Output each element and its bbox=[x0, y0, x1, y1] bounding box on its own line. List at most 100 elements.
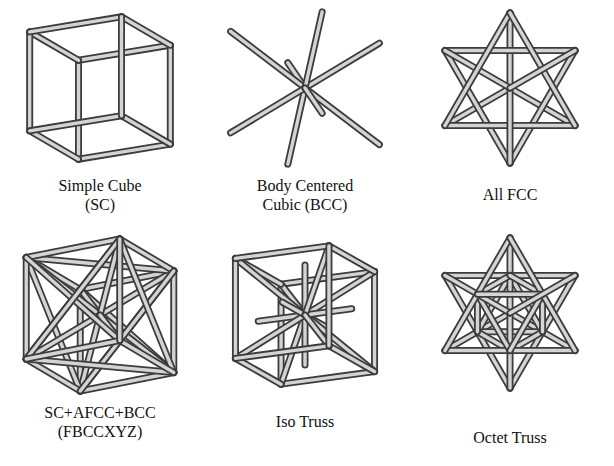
bcc-lattice bbox=[231, 12, 380, 164]
lattice-strut bbox=[477, 294, 542, 295]
strut-outline bbox=[30, 131, 79, 159]
strut-highlight bbox=[231, 88, 305, 133]
strut-highlight bbox=[25, 257, 28, 358]
strut-highlight bbox=[303, 315, 306, 365]
strut-highlight bbox=[305, 315, 329, 346]
strut-outline bbox=[26, 341, 120, 359]
strut-highlight bbox=[510, 50, 575, 88]
strut-highlight bbox=[445, 13, 510, 126]
lattice-strut bbox=[281, 284, 305, 315]
strut-outline bbox=[231, 31, 305, 88]
strut-outline bbox=[231, 88, 305, 133]
strut-outline bbox=[305, 315, 375, 372]
strut-highlight bbox=[77, 60, 80, 159]
strut-outline bbox=[282, 302, 305, 315]
strut-highlight bbox=[231, 31, 305, 88]
lattice-strut bbox=[235, 358, 281, 384]
strut-highlight bbox=[305, 246, 329, 315]
lattice-caption: All FCC bbox=[445, 185, 575, 204]
lattice-strut bbox=[328, 246, 329, 346]
strut-highlight bbox=[329, 246, 375, 272]
lattice-caption: Octet Truss bbox=[445, 428, 575, 447]
lattice-strut bbox=[78, 60, 79, 159]
strut-outline bbox=[305, 88, 322, 113]
lattice-strut bbox=[120, 341, 174, 373]
lattice-strut bbox=[26, 341, 120, 359]
lattice-strut bbox=[445, 50, 575, 51]
strut-highlight bbox=[235, 258, 305, 315]
lattice-caption: SC+AFCC+BCC (FBCCXYZ) bbox=[33, 403, 168, 441]
lattice-strut bbox=[30, 131, 79, 159]
lattice-strut bbox=[231, 88, 305, 133]
lattice-strut bbox=[30, 17, 122, 32]
lattice-strut bbox=[281, 372, 374, 385]
strut-highlight bbox=[508, 88, 511, 163]
lattice-strut bbox=[235, 258, 236, 358]
strut-outline bbox=[26, 32, 33, 131]
lattice-strut bbox=[374, 272, 375, 372]
strut-outline bbox=[445, 47, 575, 54]
lattice-strut bbox=[329, 246, 375, 272]
lattice-strut bbox=[235, 346, 328, 359]
lattice-strut bbox=[170, 45, 171, 144]
lattice-strut bbox=[121, 17, 122, 116]
lattice-strut bbox=[26, 239, 120, 359]
strut-highlight bbox=[235, 358, 281, 384]
strut-highlight bbox=[78, 144, 170, 159]
strut-outline bbox=[305, 246, 329, 315]
strut-highlight bbox=[30, 17, 122, 32]
strut-highlight bbox=[120, 239, 174, 372]
lattice-strut bbox=[510, 275, 575, 313]
strut-highlight bbox=[305, 12, 322, 88]
strut-highlight bbox=[30, 116, 122, 131]
lattice-strut bbox=[510, 88, 511, 163]
strut-outline bbox=[507, 88, 514, 163]
strut-outline bbox=[30, 17, 122, 32]
strut-outline bbox=[510, 50, 575, 88]
strut-highlight bbox=[510, 275, 575, 313]
lattice-strut bbox=[120, 239, 174, 372]
strut-outline bbox=[325, 246, 332, 346]
strut-outline bbox=[305, 88, 379, 145]
strut-outline bbox=[235, 246, 328, 259]
strut-highlight bbox=[477, 293, 542, 296]
strut-highlight bbox=[120, 341, 174, 373]
lattice-strut bbox=[282, 302, 305, 315]
lattice-strut bbox=[119, 239, 120, 340]
lattice-caption: Iso Truss bbox=[240, 412, 370, 431]
lattice-strut bbox=[122, 116, 171, 144]
lattice-strut bbox=[26, 257, 27, 358]
strut-highlight bbox=[122, 17, 171, 45]
strut-highlight bbox=[30, 131, 79, 159]
strut-highlight bbox=[235, 246, 328, 259]
lattice-strut bbox=[305, 315, 329, 346]
iso-truss-lattice bbox=[235, 246, 374, 384]
strut-outline bbox=[371, 272, 378, 372]
lattice-caption: Simple Cube (SC) bbox=[50, 176, 150, 214]
strut-outline bbox=[23, 257, 30, 358]
strut-highlight bbox=[327, 246, 330, 346]
strut-outline bbox=[281, 284, 305, 315]
lattice-strut bbox=[445, 13, 510, 126]
strut-outline bbox=[445, 13, 510, 126]
fcc-lattice bbox=[445, 13, 575, 163]
strut-highlight bbox=[510, 13, 575, 126]
strut-outline bbox=[167, 45, 174, 144]
strut-highlight bbox=[26, 239, 120, 359]
strut-highlight bbox=[172, 271, 175, 372]
strut-highlight bbox=[305, 315, 375, 372]
lattice-strut bbox=[305, 315, 375, 372]
strut-highlight bbox=[120, 17, 123, 116]
strut-outline bbox=[122, 17, 171, 45]
strut-highlight bbox=[235, 346, 328, 359]
strut-outline bbox=[281, 372, 374, 385]
strut-outline bbox=[26, 239, 120, 359]
lattice-strut bbox=[235, 258, 305, 315]
strut-highlight bbox=[281, 284, 305, 315]
strut-outline bbox=[120, 239, 174, 372]
strut-highlight bbox=[30, 32, 79, 60]
strut-outline bbox=[30, 116, 122, 131]
lattice-strut bbox=[122, 17, 171, 45]
strut-outline bbox=[305, 12, 322, 88]
lattice-strut bbox=[305, 88, 322, 113]
